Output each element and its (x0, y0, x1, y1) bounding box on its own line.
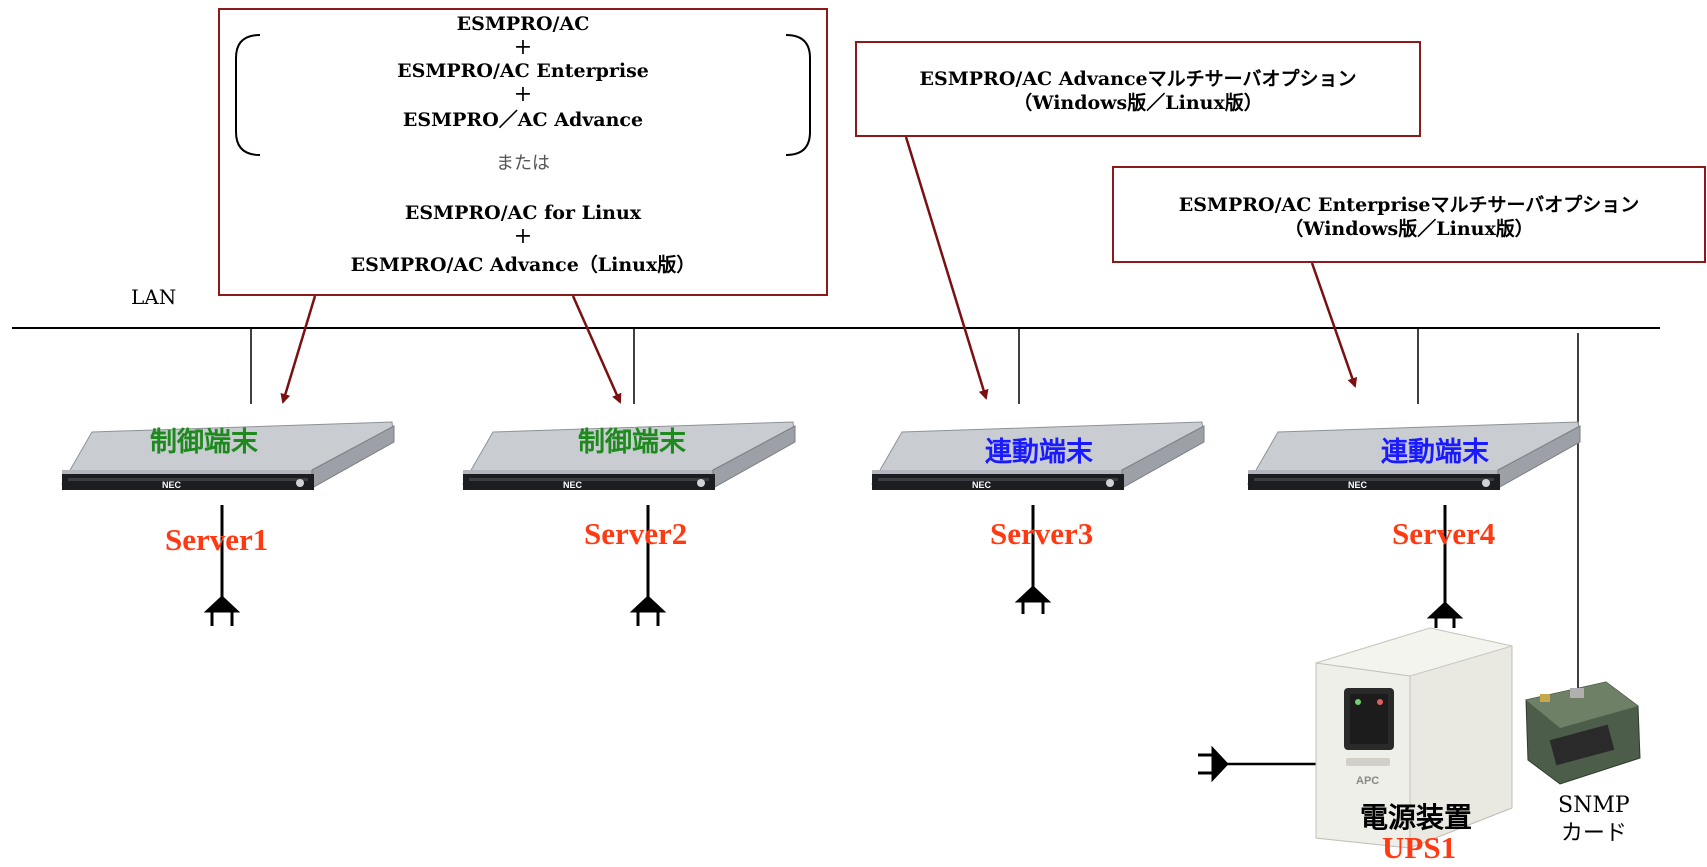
box3-line1: ESMPRO/AC Enterpriseマルチサーバオプション (1178, 194, 1640, 216)
software-box-advance-option: ESMPRO/AC Advanceマルチサーバオプション （Windows版／L… (855, 41, 1421, 137)
box1-line-advance: ESMPRO／AC Advance (402, 109, 644, 131)
ups-name: UPS1 (1382, 830, 1457, 865)
snmp-label-line1: SNMP (1558, 793, 1630, 818)
rack-server-1: NEC (61, 421, 395, 490)
power-plug-server4 (1426, 505, 1464, 628)
server1-name: Server1 (165, 522, 269, 557)
box2-line2: （Windows版／Linux版） (1013, 92, 1263, 114)
server-brand-text: NEC (162, 480, 182, 490)
power-plug-server3 (1014, 505, 1052, 614)
snmp-card (1525, 681, 1641, 785)
arrow-to-server1 (280, 295, 317, 404)
plus-sign: + (513, 35, 533, 60)
server-brand-text: NEC (1348, 480, 1368, 490)
server3-name: Server3 (990, 516, 1094, 551)
ups-brand-text: APC (1356, 775, 1379, 787)
arrow-to-server2 (571, 295, 622, 404)
box1-line-enterprise: ESMPRO/AC Enterprise (397, 60, 649, 82)
ups-label: 電源装置 (1360, 801, 1473, 834)
arrow-to-server4 (1310, 262, 1358, 388)
server2-role-label: 制御端末 (578, 427, 686, 458)
software-box-enterprise-option: ESMPRO/AC Enterpriseマルチサーバオプション （Windows… (1112, 166, 1706, 263)
server3-role-label: 連動端末 (985, 437, 1093, 468)
box1-line-linux: ESMPRO/AC for Linux (404, 202, 642, 224)
bracket-shapes (235, 34, 811, 156)
server1-role-label: 制御端末 (150, 427, 258, 458)
power-plug-server2 (629, 505, 667, 626)
lan-label: LAN (131, 285, 177, 309)
plus-sign: + (513, 82, 533, 107)
box3-line2: （Windows版／Linux版） (1284, 218, 1534, 240)
box1-or-label: または (496, 153, 550, 174)
plus-sign: + (513, 224, 533, 249)
box2-line1: ESMPRO/AC Advanceマルチサーバオプション (919, 68, 1357, 90)
server4-role-label: 連動端末 (1381, 437, 1489, 468)
power-plug-ups (1198, 745, 1318, 783)
ups-device: APC (1315, 627, 1513, 849)
snmp-label-line2: カード (1560, 821, 1627, 846)
server2-name: Server2 (584, 516, 688, 551)
server-brand-text: NEC (972, 480, 992, 490)
server4-name: Server4 (1392, 516, 1496, 551)
power-plug-server1 (203, 505, 241, 626)
arrow-to-server3 (904, 136, 989, 400)
rack-server-4: NEC (1247, 421, 1581, 490)
server-brand-text: NEC (563, 480, 583, 490)
rack-server-2: NEC (462, 421, 796, 490)
box1-line-esmpro-ac: ESMPRO/AC (456, 13, 590, 35)
box1-line-advance-linux: ESMPRO/AC Advance（Linux版） (350, 254, 696, 276)
software-box-control: ESMPRO/AC + ESMPRO/AC Enterprise + ESMPR… (218, 8, 828, 296)
rack-server-3: NEC (871, 421, 1205, 490)
